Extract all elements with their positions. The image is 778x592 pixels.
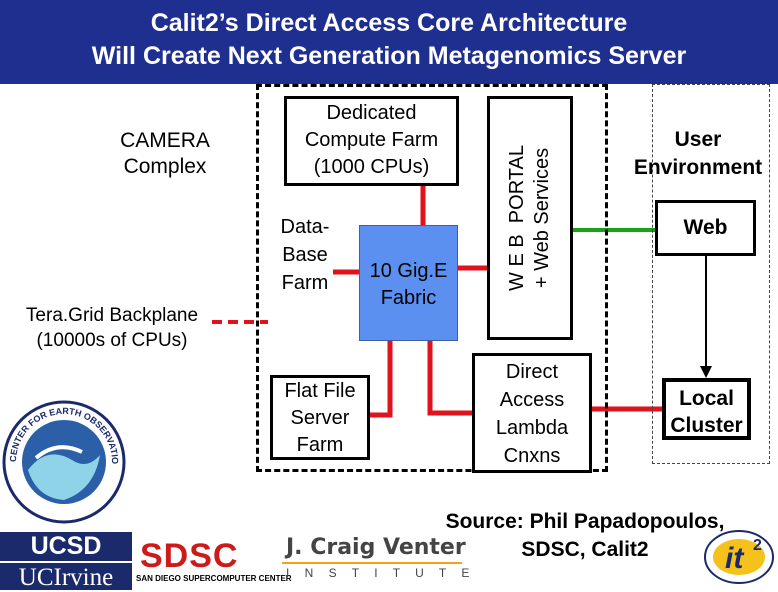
dedicated-compute-farm: Dedicated Compute Farm (1000 CPUs) (284, 96, 459, 186)
web-box: Web (655, 200, 756, 256)
svg-text:it: it (725, 542, 745, 575)
web-portal: W E B PORTAL + Web Services (487, 96, 573, 340)
direct-access-lambda-box: Direct Access Lambda Cnxns (472, 353, 592, 473)
sdsc-logo: SDSC SAN DIEGO SUPERCOMPUTER CENTER (136, 537, 292, 583)
source-credit: Source: Phil Papadopoulos, SDSC, Calit2 (445, 510, 725, 561)
direct-access-core-region (256, 84, 608, 472)
svg-text:2: 2 (753, 537, 762, 554)
user-environment-region (652, 84, 770, 464)
database-farm: Data- Base Farm (280, 216, 330, 294)
ceoa-logo: CENTER FOR EARTH OBSERVATIONS & APPLICAT… (0, 392, 126, 524)
title-banner: Calit2’s Direct Access Core Architecture… (0, 0, 778, 84)
ucirvine-logo: UCIrvine (0, 561, 132, 591)
teragrid-backplane-label: Tera.Grid Backplane(10000s of CPUs) (25, 305, 199, 351)
ten-gige-fabric: 10 Gig.E Fabric (359, 225, 458, 341)
calit2-logo: it 2 (703, 524, 775, 586)
title-line-2: Will Create Next Generation Metagenomics… (91, 42, 687, 70)
flat-file-server-farm: Flat File Server Farm (270, 375, 370, 460)
title-line-1: Calit2’s Direct Access Core Architecture (150, 9, 628, 37)
arrow-head (700, 366, 712, 378)
flat-file-link (370, 340, 393, 418)
ucsd-logo: UCSD (0, 532, 132, 561)
direct-access-link (427, 340, 472, 416)
user-environment-label: User Environment (633, 128, 763, 179)
venter-logo: J. Craig Venter I N S T I T U T E (282, 534, 469, 590)
local-cluster-box: Local Cluster (662, 378, 751, 440)
